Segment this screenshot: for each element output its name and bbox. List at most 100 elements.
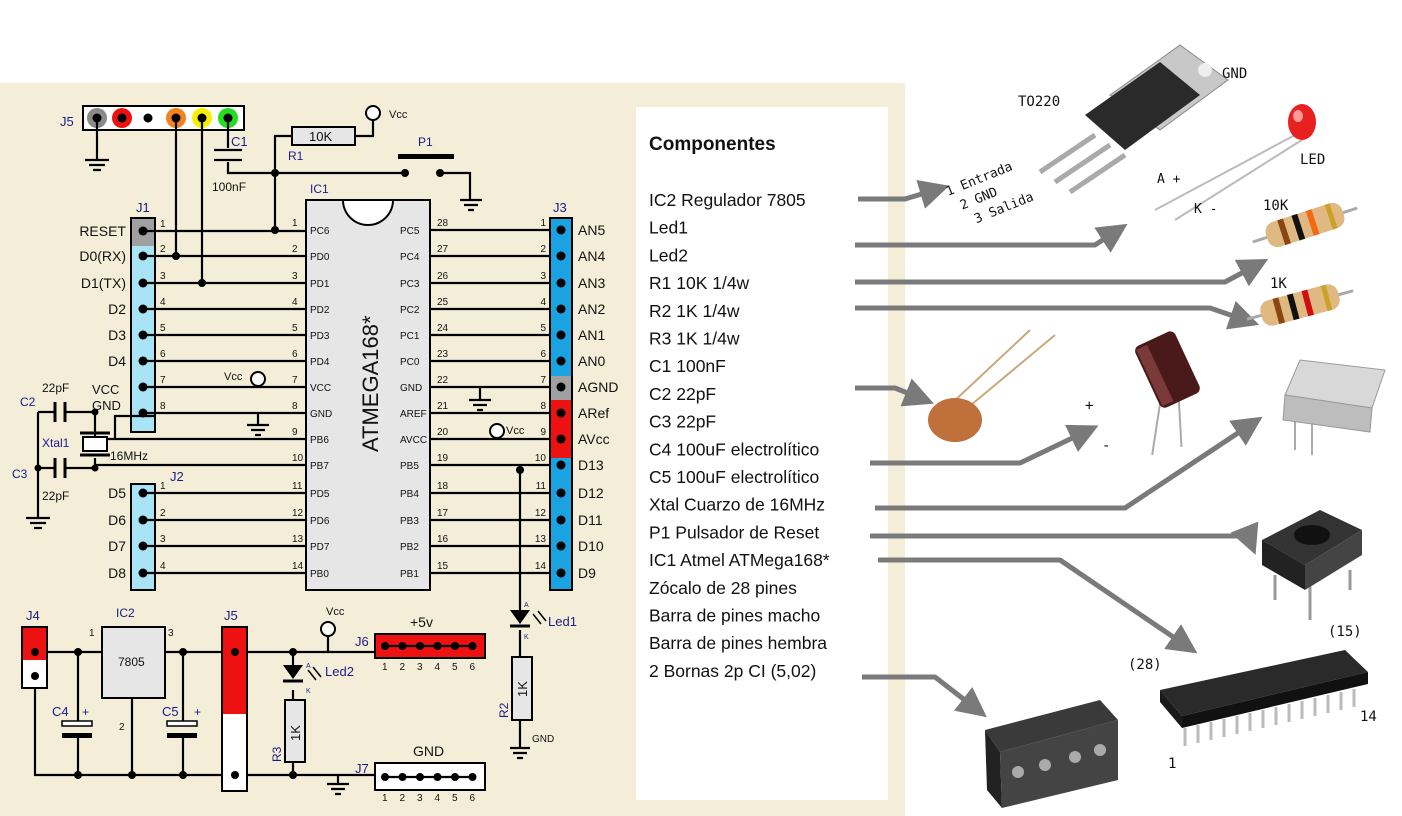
ic1-label: IC1	[310, 182, 329, 196]
j2-pin-number: 1	[160, 481, 166, 492]
to220-label: TO220	[1018, 94, 1060, 110]
ic1-pin-name: PD5	[310, 489, 330, 500]
cap-minus-label: -	[1102, 438, 1110, 454]
ic1-pin-number: 8	[292, 401, 298, 412]
ic1-pin-name: PD3	[310, 331, 330, 342]
led1-label: Led1	[548, 614, 577, 629]
ic1-pin-number: 7	[292, 375, 298, 386]
ic1-pin-name: PB3	[400, 516, 419, 527]
j1-pin-number: 1	[160, 219, 166, 230]
ic1-pin-number: 20	[437, 427, 449, 438]
ic2-label: IC2	[116, 606, 135, 620]
ic2-pin1: 1	[89, 628, 95, 639]
ic1-pin-number: 1	[292, 218, 298, 229]
j3-pin-number: 6	[540, 349, 546, 360]
j3-pin-number: 13	[535, 534, 547, 545]
ic-pin14-label: 14	[1360, 709, 1377, 725]
r3-resistor	[284, 699, 306, 763]
component-list-item: IC2 Regulador 7805	[649, 190, 806, 210]
ic2-regulator	[101, 626, 166, 699]
ic1-atmega168	[305, 199, 431, 591]
ic1-pin-number: 13	[292, 534, 304, 545]
vcc-label: Vcc	[389, 109, 408, 121]
ic1-pin-name: PC2	[400, 305, 420, 316]
ic-pin15-label: (15)	[1328, 624, 1362, 640]
vcc-pin-label: VCC	[92, 382, 119, 397]
j3-pin-number: 3	[540, 271, 546, 282]
j3-pin	[556, 356, 566, 366]
anode-label: A	[306, 663, 311, 670]
component-list-item: Xtal Cuarzo de 16MHz	[649, 495, 825, 515]
j3-pin-label: AN5	[578, 222, 605, 238]
c2-label: C2	[20, 395, 36, 409]
ic1-pin-number: 2	[292, 244, 298, 255]
component-list-item: R3 1K 1/4w	[649, 329, 740, 349]
component-list-item: R2 1K 1/4w	[649, 301, 740, 321]
j3-pin-label: D11	[578, 512, 603, 528]
to220-gnd-label: GND	[1222, 66, 1247, 82]
crystal-photo	[1282, 359, 1386, 455]
j3-pin-label: D12	[578, 485, 604, 501]
ic-pin28-label: (28)	[1128, 657, 1162, 673]
j7-title: GND	[413, 743, 444, 759]
j3-pin-label: D10	[578, 538, 604, 554]
j7-label: J7	[355, 761, 369, 776]
ic1-pin-number: 19	[437, 453, 449, 464]
j7-pin	[451, 773, 459, 781]
led-cathode-label: K -	[1194, 202, 1217, 217]
j3-pin-label: AN3	[578, 275, 605, 291]
ic1-pin-name: PB6	[310, 435, 329, 446]
ic2-part: 7805	[118, 655, 145, 669]
j1-pin-number: 8	[160, 401, 166, 412]
j1-pin-number: 2	[160, 244, 166, 255]
ic1-pin-number: 23	[437, 349, 449, 360]
ic1-pin-name: PB5	[400, 461, 419, 472]
component-list-item: Zócalo de 28 pines	[649, 578, 797, 598]
pinout-labels: 1 Entrada 2 GND 3 Salida	[944, 159, 1036, 227]
cathode-label: K	[524, 634, 529, 641]
j3-pin-number: 2	[540, 244, 546, 255]
xtal-label: Xtal1	[42, 436, 70, 450]
ic1-pin-number: 4	[292, 297, 298, 308]
j2-pin	[138, 515, 148, 525]
j7-pin-number: 3	[417, 793, 423, 804]
j3-pin-number: 5	[540, 323, 546, 334]
ic1-pin-number: 3	[292, 271, 298, 282]
j7-pin	[433, 773, 442, 781]
j1-pin-label: D1(TX)	[81, 275, 126, 291]
j7-pin-number: 2	[400, 793, 406, 804]
ic1-pin-name: AVCC	[400, 435, 427, 446]
ic1-pin-number: 22	[437, 375, 449, 386]
component-list-item: C4 100uF electrolítico	[649, 439, 819, 459]
ic1-pin-name: PC0	[400, 357, 420, 368]
j1-pin-label: D0(RX)	[79, 248, 126, 264]
c4-plus: +	[82, 705, 89, 719]
ic1-pin-name: PC1	[400, 331, 420, 342]
j3-pin-label: AN4	[578, 248, 605, 264]
j7-pin-number: 4	[435, 793, 441, 804]
j1-pin	[138, 356, 148, 366]
j3-pin	[556, 278, 566, 288]
pushbutton-photo	[1262, 510, 1362, 620]
ic1-pin-name: PB7	[310, 461, 329, 472]
component-list-item: C2 22pF	[649, 384, 716, 404]
components-panel	[636, 107, 888, 800]
cap-plus-label: +	[1085, 398, 1093, 414]
resistor-1k-photo	[1246, 284, 1354, 326]
vcc-label: Vcc	[224, 371, 243, 383]
ic1-pin-number: 16	[437, 534, 449, 545]
j3-pin-number: 9	[540, 427, 546, 438]
j1-pin	[138, 226, 148, 236]
j7-pin-number: 5	[452, 793, 458, 804]
ic1-pin-number: 24	[437, 323, 449, 334]
j1-pin	[138, 251, 148, 261]
ic1-pin-name: PD7	[310, 542, 330, 553]
j3-pin	[556, 434, 566, 444]
r10k-label: 10K	[1263, 198, 1289, 214]
ic1-pin-name: PC5	[400, 226, 420, 237]
r2-resistor	[511, 656, 533, 721]
r2-label: R2	[497, 702, 511, 718]
j6-label: J6	[355, 634, 369, 649]
ic1-pin-name: AREF	[400, 409, 427, 420]
j7-pin	[398, 773, 407, 781]
